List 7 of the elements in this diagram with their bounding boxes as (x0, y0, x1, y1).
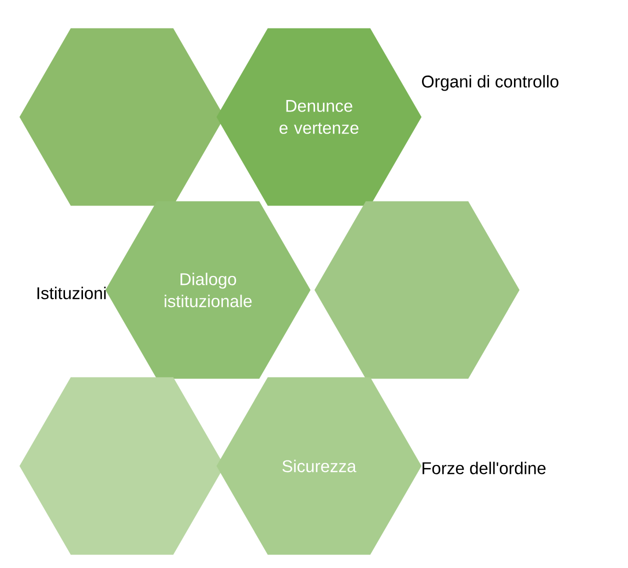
hexagon-tile: Dialogo istituzionale (106, 201, 310, 379)
side-label: Istituzioni (38, 286, 106, 300)
hexagon-tile: Sicurezza (216, 377, 422, 555)
hexagon-tile (314, 201, 520, 379)
hexagon-tile: Denunce e vertenze (216, 28, 422, 206)
side-label: Organi di controllo (422, 75, 558, 91)
side-label: Forze dell'ordine (422, 462, 546, 474)
